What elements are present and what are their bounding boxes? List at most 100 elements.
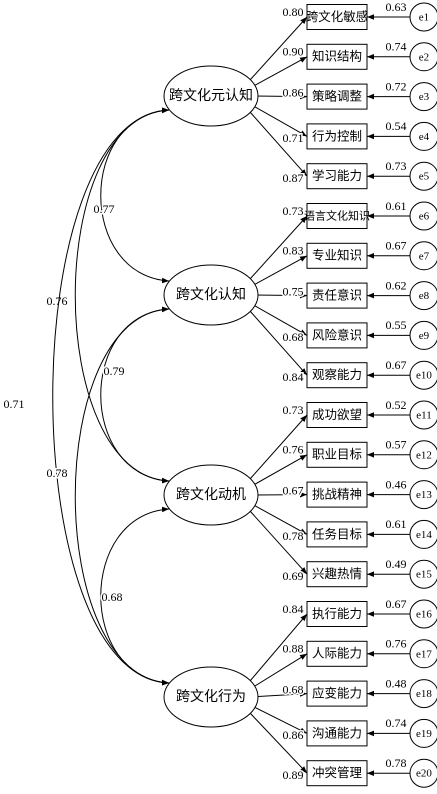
indicator-box bbox=[306, 481, 368, 508]
indicator-label: 人际能力 bbox=[312, 647, 362, 661]
error-variance-label: 0.55 bbox=[386, 318, 407, 332]
correlation-layer: 0.770.760.710.790.780.68 bbox=[2, 107, 170, 686]
indicator-label: 知识结构 bbox=[312, 49, 362, 64]
latent-factor-cognition bbox=[163, 264, 259, 326]
correlation-arc-6 bbox=[100, 506, 170, 686]
correlation-label-6: 0.68 bbox=[102, 590, 123, 604]
loading-arrow bbox=[249, 56, 308, 89]
indicator-label: 责任意识 bbox=[312, 287, 362, 302]
error-variance-label: 0.67 bbox=[386, 597, 407, 611]
loading-arrow bbox=[249, 255, 308, 288]
indicator-label: 冲突管理 bbox=[312, 765, 363, 780]
correlation-label-1: 0.77 bbox=[94, 202, 115, 216]
error-term-label: e19 bbox=[416, 728, 432, 740]
indicator-box bbox=[306, 680, 368, 707]
error-term-label: e15 bbox=[416, 569, 432, 581]
indicator-box bbox=[306, 760, 368, 787]
indicator-label: 策略调整 bbox=[312, 88, 363, 103]
error-term-circle bbox=[409, 400, 437, 430]
latent-factor-label: 跨文化元认知 bbox=[169, 87, 253, 104]
error-variance-label: 0.72 bbox=[386, 79, 407, 93]
indicator-box bbox=[306, 720, 368, 747]
error-variance-label: 0.76 bbox=[386, 637, 407, 651]
latent-factor-label: 跨文化认知 bbox=[176, 286, 246, 303]
loading-label: 0.78 bbox=[283, 529, 304, 543]
loading-arrow bbox=[249, 16, 308, 81]
loading-label: 0.80 bbox=[283, 5, 304, 19]
error-variance-label: 0.78 bbox=[386, 756, 407, 770]
latent-factor-metacognition bbox=[163, 65, 259, 127]
latent-factor-behavior bbox=[163, 666, 259, 728]
indicator-label: 观察能力 bbox=[312, 368, 362, 382]
error-term-circle bbox=[409, 320, 437, 350]
loading-label: 0.86 bbox=[283, 85, 304, 99]
loading-label: 0.86 bbox=[283, 728, 304, 742]
error-variance-label: 0.62 bbox=[386, 278, 407, 292]
error-term-label: e18 bbox=[416, 688, 432, 700]
error-variance-label: 0.46 bbox=[386, 477, 407, 491]
indicator-label: 语言文化知识 bbox=[304, 209, 370, 223]
error-variance-label: 0.67 bbox=[386, 358, 407, 372]
loading-label: 0.67 bbox=[283, 483, 304, 497]
error-variance-label: 0.52 bbox=[386, 398, 407, 412]
error-term-label: e2 bbox=[419, 51, 429, 63]
indicator-box bbox=[306, 163, 368, 190]
error-variance-label: 0.67 bbox=[386, 239, 407, 253]
indicator-box bbox=[306, 322, 368, 349]
error-term-circle bbox=[409, 599, 437, 629]
loading-label: 0.73 bbox=[283, 403, 304, 417]
indicator-box bbox=[306, 561, 368, 588]
indicator-label: 专业知识 bbox=[312, 248, 362, 263]
error-term-circle bbox=[409, 679, 437, 709]
indicator-box bbox=[306, 521, 368, 548]
indicator-box bbox=[306, 83, 368, 110]
loading-arrow bbox=[249, 691, 308, 698]
correlation-label-5: 0.78 bbox=[47, 466, 68, 480]
error-term-circle bbox=[409, 161, 437, 191]
latent-factor-label: 跨文化动机 bbox=[176, 487, 246, 503]
loading-arrow bbox=[249, 653, 308, 690]
error-term-label: e10 bbox=[416, 370, 432, 382]
loading-arrow bbox=[249, 93, 308, 100]
indicator-label: 兴趣热情 bbox=[312, 566, 362, 581]
indicator-label: 职业目标 bbox=[312, 448, 362, 462]
error-term-label: e8 bbox=[419, 290, 430, 302]
error-variance-label: 0.74 bbox=[386, 716, 407, 730]
loading-label: 0.90 bbox=[283, 45, 304, 59]
indicator-box bbox=[306, 43, 368, 70]
error-term-circle bbox=[409, 42, 437, 72]
correlation-arc-2 bbox=[74, 107, 170, 484]
correlation-arc-3 bbox=[52, 107, 170, 686]
indicator-box bbox=[306, 441, 368, 468]
error-term-label: e11 bbox=[416, 410, 431, 422]
loading-label: 0.68 bbox=[283, 682, 304, 696]
error-term-circle bbox=[409, 559, 437, 589]
loading-arrow bbox=[249, 414, 308, 480]
loading-arrow bbox=[249, 613, 308, 682]
indicator-box bbox=[306, 640, 368, 667]
loading-layer: 0.800.900.860.710.870.730.830.750.680.84… bbox=[249, 3, 410, 783]
error-term-label: e20 bbox=[416, 768, 432, 780]
error-term-label: e12 bbox=[416, 449, 432, 461]
loading-arrow bbox=[249, 502, 308, 535]
indicator-box bbox=[306, 123, 368, 150]
latent-factor-label: 跨文化行为 bbox=[176, 689, 246, 705]
error-variance-label: 0.57 bbox=[386, 438, 407, 452]
error-term-label: e16 bbox=[416, 609, 432, 621]
error-term-label: e5 bbox=[419, 171, 430, 183]
loading-label: 0.89 bbox=[283, 768, 304, 782]
indicator-box bbox=[306, 402, 368, 428]
error-variance-label: 0.63 bbox=[386, 0, 407, 14]
correlation-label-4: 0.79 bbox=[104, 364, 125, 378]
error-term-label: e6 bbox=[419, 211, 430, 223]
loading-label: 0.71 bbox=[283, 131, 304, 145]
indicator-label: 沟通能力 bbox=[312, 726, 362, 740]
indicator-label: 跨文化敏感 bbox=[306, 9, 369, 24]
error-term-circle bbox=[409, 440, 437, 470]
latent-factor-motivation bbox=[163, 464, 259, 526]
error-term-circle bbox=[409, 639, 437, 669]
loading-label: 0.83 bbox=[283, 244, 304, 258]
error-term-circle bbox=[409, 201, 437, 231]
error-variance-label: 0.54 bbox=[386, 119, 407, 133]
